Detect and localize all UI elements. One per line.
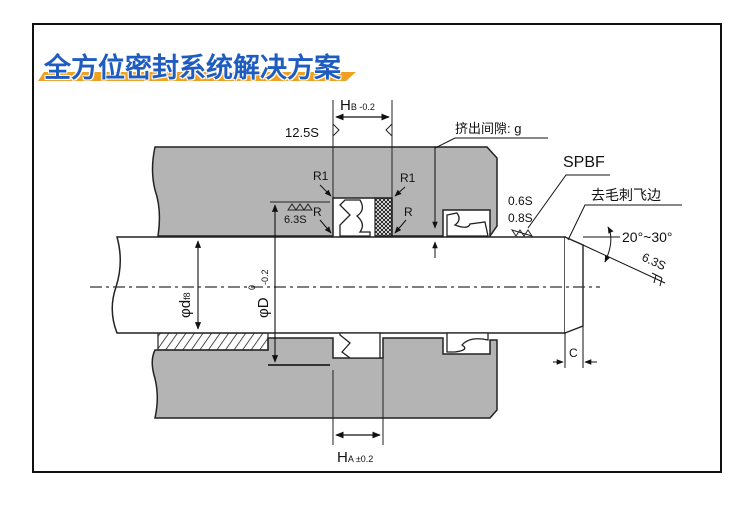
roughness-0-8s: 0.8S — [508, 211, 533, 225]
extrusion-gap-label: 挤出间隙: g — [455, 121, 521, 136]
u-seal-lower-right — [446, 332, 489, 353]
drawing-line — [319, 219, 332, 234]
deburr-label: 去毛刺飞边 — [591, 187, 661, 203]
drawing-line — [394, 219, 407, 234]
r1-left-label: R1 — [313, 169, 329, 183]
roughness-symbol — [332, 123, 393, 137]
u-seal-upper — [339, 199, 371, 237]
drawing-line — [527, 174, 610, 229]
title-underline — [38, 72, 356, 81]
diagram-frame — [32, 23, 722, 473]
roughness-12-5s: 12.5S — [285, 125, 319, 140]
ha-label: HA ±0.2 — [337, 449, 373, 466]
drawing-line: 0 — [247, 285, 257, 290]
drawing-line — [432, 137, 548, 229]
u-seal-lower — [339, 332, 381, 359]
roughness-symbol-left — [270, 201, 330, 211]
r1-right-label: R1 — [400, 171, 416, 185]
roughness-6-3s-left: 6.3S — [284, 214, 307, 226]
bore-diameter-label: φD — [255, 297, 272, 318]
chamfer-c-label: C — [569, 346, 578, 360]
drawing-line: -0.2 — [260, 269, 270, 285]
roughness-0-6s: 0.6S — [508, 194, 533, 208]
rod-chamfer — [564, 236, 584, 334]
spbf-label: SPBF — [563, 154, 605, 171]
drawing-line — [582, 244, 666, 284]
piston-rod — [111, 236, 566, 334]
lower-housing — [151, 337, 498, 419]
hb-label: HB -0.2 — [340, 97, 375, 114]
roughness-symbol-right — [510, 229, 534, 237]
backup-ring-upper — [374, 197, 393, 237]
upper-housing — [151, 146, 498, 239]
drawing-line — [394, 186, 406, 197]
drawing-line — [567, 204, 682, 241]
page-title: 全方位密封系统解决方案 — [44, 53, 341, 84]
drawing-line — [319, 184, 332, 197]
drawing-line — [604, 226, 614, 263]
r-right-label: R — [404, 205, 413, 219]
r-left-label: R — [313, 205, 322, 219]
rod-diameter-label: φdf8 — [177, 292, 194, 318]
roughness-6-3s-right: 6.3S — [640, 250, 668, 273]
angle-label: 20°~30° — [622, 229, 673, 245]
drawing-line — [651, 272, 663, 287]
u-seal-upper-right — [446, 212, 489, 237]
hatched-guide — [157, 332, 269, 351]
